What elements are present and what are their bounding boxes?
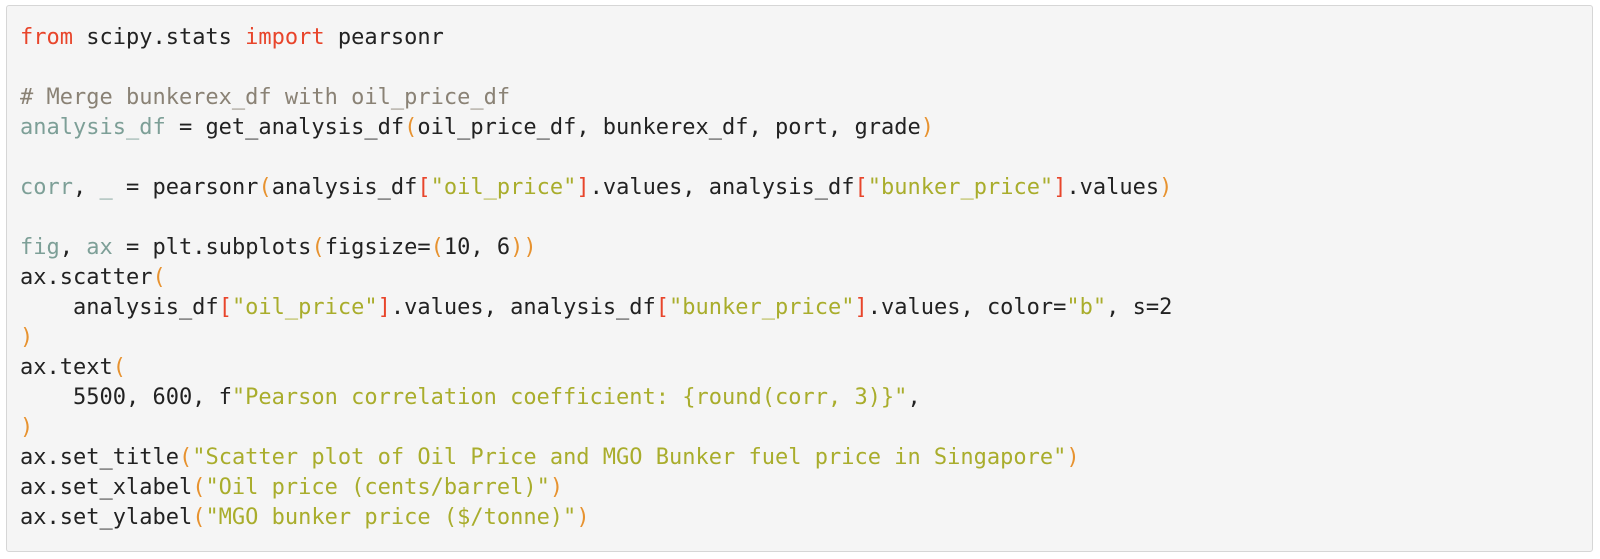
code-token-default: pearsonr	[324, 25, 444, 50]
code-cell[interactable]: from scipy.stats import pearsonr # Merge …	[6, 5, 1593, 552]
code-token-bracket: ]	[377, 295, 391, 320]
code-line: ax.text(	[20, 353, 1592, 383]
code-token-paren: (	[192, 505, 206, 530]
code-line: analysis_df["oil_price"].values, analysi…	[20, 293, 1592, 323]
code-token-bracket: ]	[576, 175, 590, 200]
code-line: # Merge bunkerex_df with oil_price_df	[20, 83, 1592, 113]
code-token-default: .values	[1066, 175, 1160, 200]
code-token-paren: (	[404, 115, 418, 140]
code-token-paren: )	[1159, 175, 1173, 200]
code-token-paren: )	[920, 115, 934, 140]
code-line: from scipy.stats import pearsonr	[20, 23, 1592, 53]
code-token-bracket: ]	[854, 295, 868, 320]
code-token-default: = get_analysis_df	[165, 115, 405, 140]
code-line: 5500, 600, f"Pearson correlation coeffic…	[20, 383, 1592, 413]
code-token-default: scipy.stats	[72, 25, 246, 50]
code-token-default: 10, 6	[443, 235, 511, 260]
code-token-paren: )	[576, 505, 590, 530]
code-token-string: "Oil price (cents/barrel)"	[205, 475, 550, 500]
code-token-paren: (	[152, 265, 166, 290]
code-token-string: "Scatter plot of Oil Price and MGO Bunke…	[192, 445, 1067, 470]
code-token-paren: )	[1066, 445, 1080, 470]
code-token-bracket: [	[854, 175, 868, 200]
code-token-paren: (	[258, 175, 272, 200]
code-token-variable: fig	[20, 235, 60, 260]
code-token-string: "bunker_price"	[669, 295, 855, 320]
code-token-variable: _	[99, 175, 113, 200]
code-block[interactable]: from scipy.stats import pearsonr # Merge …	[7, 6, 1592, 533]
code-token-paren: )	[20, 325, 34, 350]
code-line: analysis_df = get_analysis_df(oil_price_…	[20, 113, 1592, 143]
code-token-default: ,	[72, 175, 100, 200]
code-token-default: figsize=	[324, 235, 431, 260]
code-token-default: ax.text	[20, 355, 113, 380]
code-token-paren: )	[20, 415, 34, 440]
code-token-bracket: [	[417, 175, 431, 200]
code-line: )	[20, 323, 1592, 353]
code-token-default: , s=2	[1106, 295, 1173, 320]
code-token-default: ax.scatter	[20, 265, 153, 290]
code-token-bracket: ]	[1053, 175, 1067, 200]
code-token-paren: (	[192, 475, 206, 500]
code-line	[20, 53, 1592, 83]
code-token-bracket: [	[655, 295, 670, 320]
code-token-default: = plt.subplots	[112, 235, 312, 260]
code-token-default: ax.set_xlabel	[20, 475, 193, 500]
code-token-default: = pearsonr	[112, 175, 259, 200]
code-token-default: .values, color=	[867, 295, 1067, 320]
code-token-variable: analysis_df	[20, 115, 166, 140]
code-token-default: ,	[907, 385, 921, 410]
code-token-variable: corr	[20, 175, 73, 200]
code-token-default: oil_price_df, bunkerex_df, port, grade	[417, 115, 921, 140]
code-token-default: ax.set_title	[20, 445, 179, 470]
code-line: ax.set_ylabel("MGO bunker price ($/tonne…	[20, 503, 1592, 533]
code-token-default: ,	[59, 235, 87, 260]
code-token-paren: )	[549, 475, 564, 500]
code-token-paren: (	[311, 235, 325, 260]
code-token-string: "oil_price"	[430, 175, 577, 200]
code-token-string: "Pearson correlation coefficient: {round…	[231, 385, 908, 410]
code-line: ax.set_xlabel("Oil price (cents/barrel)"…	[20, 473, 1592, 503]
code-line: fig, ax = plt.subplots(figsize=(10, 6))	[20, 233, 1592, 263]
code-token-paren: (	[178, 445, 193, 470]
code-token-default: analysis_df	[20, 295, 219, 320]
code-token-paren: ))	[510, 235, 537, 260]
code-token-default: .values, analysis_df	[589, 175, 855, 200]
code-token-default: analysis_df	[271, 175, 418, 200]
code-line: corr, _ = pearsonr(analysis_df["oil_pric…	[20, 173, 1592, 203]
code-token-paren: (	[430, 235, 444, 260]
code-token-default: .values, analysis_df	[390, 295, 656, 320]
code-token-string: "bunker_price"	[867, 175, 1054, 200]
code-token-keyword: import	[245, 25, 325, 50]
code-token-string: "b"	[1066, 295, 1107, 320]
code-token-string: "MGO bunker price ($/tonne)"	[205, 505, 577, 530]
code-line: ax.set_title("Scatter plot of Oil Price …	[20, 443, 1592, 473]
code-token-keyword: from	[20, 25, 73, 50]
code-line	[20, 203, 1592, 233]
code-token-variable: ax	[86, 235, 113, 260]
code-token-default: 5500, 600, f	[20, 385, 232, 410]
code-token-paren: (	[112, 355, 126, 380]
code-line	[20, 143, 1592, 173]
code-token-comment: # Merge bunkerex_df with oil_price_df	[20, 85, 511, 110]
code-token-string: "oil_price"	[231, 295, 378, 320]
code-line: )	[20, 413, 1592, 443]
code-token-default: ax.set_ylabel	[20, 505, 193, 530]
code-line: ax.scatter(	[20, 263, 1592, 293]
code-token-bracket: [	[218, 295, 232, 320]
